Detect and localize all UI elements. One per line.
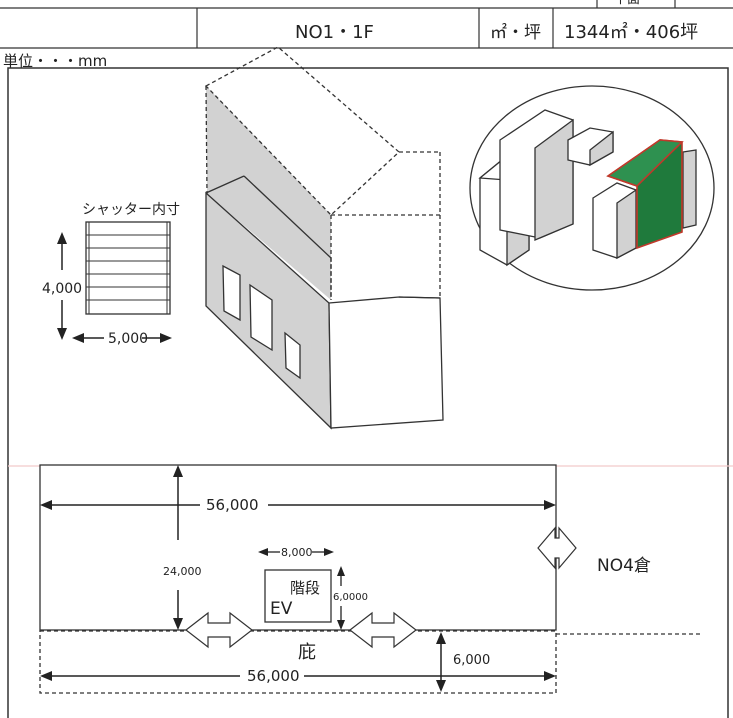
stair-depth-label: 6,0000: [333, 592, 368, 603]
shutter-icon: [85, 221, 171, 315]
width-arrow-bottom: [40, 671, 556, 681]
drawing-frame: [7, 67, 729, 718]
entrance-arrow-left: [185, 611, 253, 649]
top-right-stub-label: 平面: [614, 0, 640, 7]
canopy-depth-arrow: [436, 632, 446, 692]
stair-ev-box: [264, 569, 332, 623]
isometric-building: [204, 46, 444, 430]
area-unit-label: ㎡・坪: [490, 23, 541, 43]
stair-width-arrow: [258, 548, 334, 556]
depth-arrow: [173, 465, 183, 630]
area-value: 1344㎡・406坪: [564, 22, 699, 43]
highlighted-building: [606, 139, 684, 250]
entrance-arrow-right: [349, 611, 417, 649]
shutter-height-label: 4,000: [42, 281, 82, 297]
adjacent-label: NO4倉: [597, 556, 651, 576]
unit-label: 単位・・・mm: [3, 52, 108, 70]
canopy-outline: [39, 630, 557, 694]
ev-label: EV: [270, 599, 293, 619]
stair-width-label: 8,000: [281, 546, 313, 559]
shutter-height-arrow: [57, 232, 67, 340]
header-table: [0, 0, 733, 49]
shutter-width-arrow: [72, 333, 172, 343]
canopy-depth-label: 6,000: [453, 653, 490, 668]
side-entrance-arrow: [537, 526, 577, 570]
width-label-bottom: 56,000: [247, 667, 300, 685]
stair-depth-arrow: [337, 566, 345, 630]
width-arrow-top: [40, 500, 556, 510]
depth-label: 24,000: [163, 565, 202, 578]
floor-label: NO1・1F: [295, 22, 374, 43]
width-label-top: 56,000: [206, 496, 259, 514]
shutter-title: シャッター内寸: [82, 202, 180, 218]
floor-plan: [39, 464, 700, 694]
canopy-label: 庇: [298, 642, 316, 663]
shutter-width-label: 5,000: [108, 331, 148, 347]
stair-label: 階段: [290, 579, 320, 597]
